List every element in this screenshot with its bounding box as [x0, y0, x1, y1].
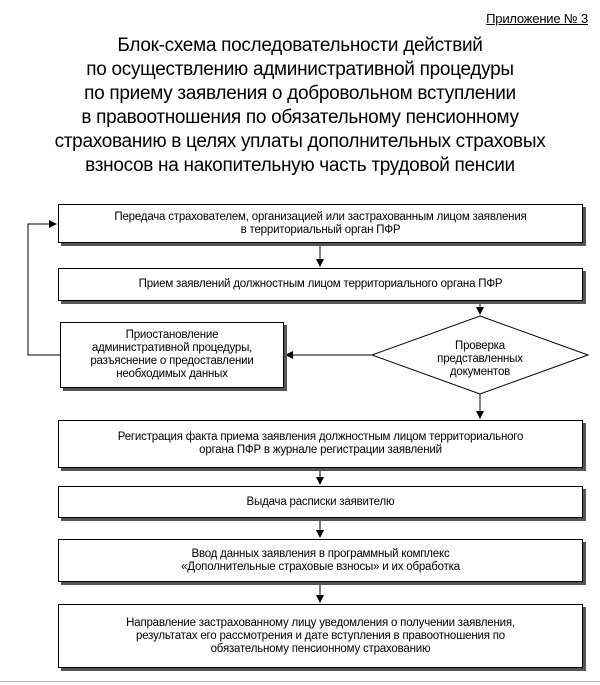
- step-text-line: представленных: [437, 353, 523, 365]
- title-line: по осуществлению административной процед…: [86, 59, 514, 80]
- step-text-line: документов: [449, 366, 511, 378]
- title-line: Блок-схема последовательности действий: [117, 35, 483, 56]
- step-text-line: обязательному пенсионному страхованию: [210, 642, 431, 655]
- step-registration-box: Регистрация факта приема заявления должн…: [58, 420, 583, 468]
- step-notification-box: Направление застрахованному лицу уведомл…: [58, 604, 583, 668]
- step-text-line: «Дополнительные страховые взносы» и их о…: [181, 560, 460, 573]
- step-text-line: в территориальный орган ПФР: [240, 223, 401, 236]
- arrow-suspension-back-to-transfer: [27, 220, 60, 356]
- step-receipt-box: Выдача расписки заявителю: [58, 486, 583, 518]
- step-text-line: административной процедуры,: [91, 342, 253, 354]
- step-text-line: Ввод данных заявления в программный комп…: [191, 547, 450, 560]
- step-text-line: Проверка: [455, 340, 505, 352]
- step-text-line: органа ПФР в журнале регистрации заявлен…: [199, 444, 442, 456]
- bottom-divider: [0, 681, 600, 682]
- page-title: Блок-схема последовательности действий п…: [0, 34, 600, 178]
- step-text-line: разъяснение о предоставлении: [90, 355, 254, 367]
- title-line: взносов на накопительную часть трудовой …: [85, 155, 515, 176]
- step-text-line: необходимых данных: [116, 368, 228, 380]
- step-text-line: результатах его рассмотрения и дате всту…: [136, 629, 505, 642]
- step-text-line: Приостановление: [125, 329, 219, 341]
- step-data-entry-box: Ввод данных заявления в программный комп…: [58, 539, 583, 582]
- step-reception-box: Прием заявлений должностным лицом террит…: [58, 268, 583, 301]
- step-text-line: Передача страхователем, организацией или…: [114, 210, 527, 223]
- title-line: страхованию в целях уплаты дополнительны…: [54, 131, 546, 152]
- decision-check-label: Проверка представленных документов: [395, 340, 565, 379]
- step-suspension-box: Приостановление административной процеду…: [60, 322, 284, 388]
- title-line: по приему заявления о добровольном вступ…: [84, 83, 516, 104]
- step-text-line: Прием заявлений должностным лицом террит…: [138, 278, 503, 290]
- appendix-label: Приложение № 3: [486, 11, 588, 26]
- step-text-line: Регистрация факта приема заявления должн…: [117, 431, 524, 443]
- step-text-line: Выдача расписки заявителю: [246, 495, 395, 508]
- step-transfer-box: Передача страхователем, организацией или…: [58, 204, 583, 243]
- step-text-line: Направление застрахованному лицу уведомл…: [126, 616, 515, 629]
- title-line: в правоотношения по обязательному пенсио…: [81, 107, 519, 128]
